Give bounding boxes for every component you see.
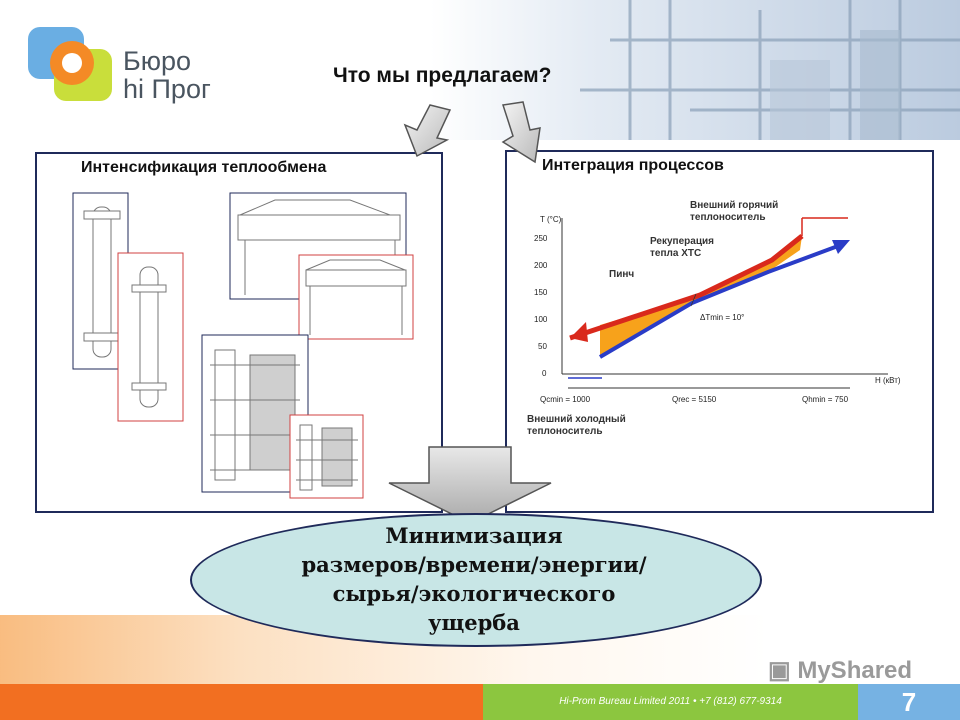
y-axis-label: T (°C) <box>540 215 562 224</box>
y-tick-200: 200 <box>534 261 548 270</box>
page-title: Что мы предлагаем? <box>333 64 552 87</box>
shell-tube-body-2 <box>139 266 159 408</box>
watermark-text: MyShared <box>797 657 913 684</box>
footer-text: Hi-Prom Bureau Limited 2011 • +7 (812) 6… <box>559 696 782 707</box>
footer-green-bar <box>483 684 858 720</box>
result-line-1: Минимизация <box>385 523 563 548</box>
y-tick-100: 100 <box>534 315 548 324</box>
cold-arrowhead-icon <box>832 240 850 254</box>
y-tick-150: 150 <box>534 288 548 297</box>
footer-orange-bar <box>0 684 483 720</box>
y-tick-0: 0 <box>542 369 547 378</box>
hot-utility-label: Внешний горячий теплоноситель <box>690 200 779 223</box>
hot-composite-curve <box>569 234 804 341</box>
cold-utility-label: Внешний холодный теплоноситель <box>527 414 626 437</box>
right-panel-title: Интеграция процессов <box>542 157 724 174</box>
result-line-2: размеров/времени/энергии/ <box>301 552 647 577</box>
composite-curves-chart: T (°C) H (кВт) 250 200 150 100 50 0 Qcmi… <box>534 215 901 404</box>
y-tick-50: 50 <box>538 342 547 351</box>
page-number: 7 <box>858 684 960 720</box>
y-tick-250: 250 <box>534 234 548 243</box>
logo-text-line2: hi Прог <box>123 74 211 104</box>
left-panel-title: Интенсификация теплообмена <box>81 159 327 176</box>
pinch-label: Пинч <box>609 269 635 280</box>
watermark-icon: ▣ <box>768 657 798 684</box>
big-down-arrow-icon <box>388 446 552 524</box>
result-line-4: ущерба <box>428 610 520 635</box>
recuperation-label: Рекуперация тепла ХТС <box>650 236 714 259</box>
watermark: ▣ MyShared <box>768 656 912 685</box>
shell-tube-body-1 <box>92 206 112 358</box>
hot-arrowhead-icon <box>570 322 588 342</box>
industrial-pipes-graphic <box>580 0 960 140</box>
qcmin-label: Qcmin = 1000 <box>540 395 591 404</box>
dtmin-label: ΔTmin = 10° <box>700 313 744 322</box>
result-text: Минимизация размеров/времени/энергии/ сы… <box>190 521 758 637</box>
x-axis-label: H (кВт) <box>875 376 901 385</box>
result-line-3: сырья/экологического <box>332 581 616 606</box>
qhmin-label: Qhmin = 750 <box>802 395 849 404</box>
arrow-right-icon <box>501 101 541 164</box>
arrow-left-icon <box>403 104 452 158</box>
down-arrows <box>403 101 541 164</box>
heat-exchanger-illustrations <box>72 192 414 499</box>
qrec-label: Qrec = 5150 <box>672 395 717 404</box>
logo-mark <box>28 25 114 103</box>
logo-text-line1: Бюро <box>123 46 192 76</box>
cold-composite-curve <box>598 244 839 359</box>
result-ellipse <box>190 513 762 647</box>
